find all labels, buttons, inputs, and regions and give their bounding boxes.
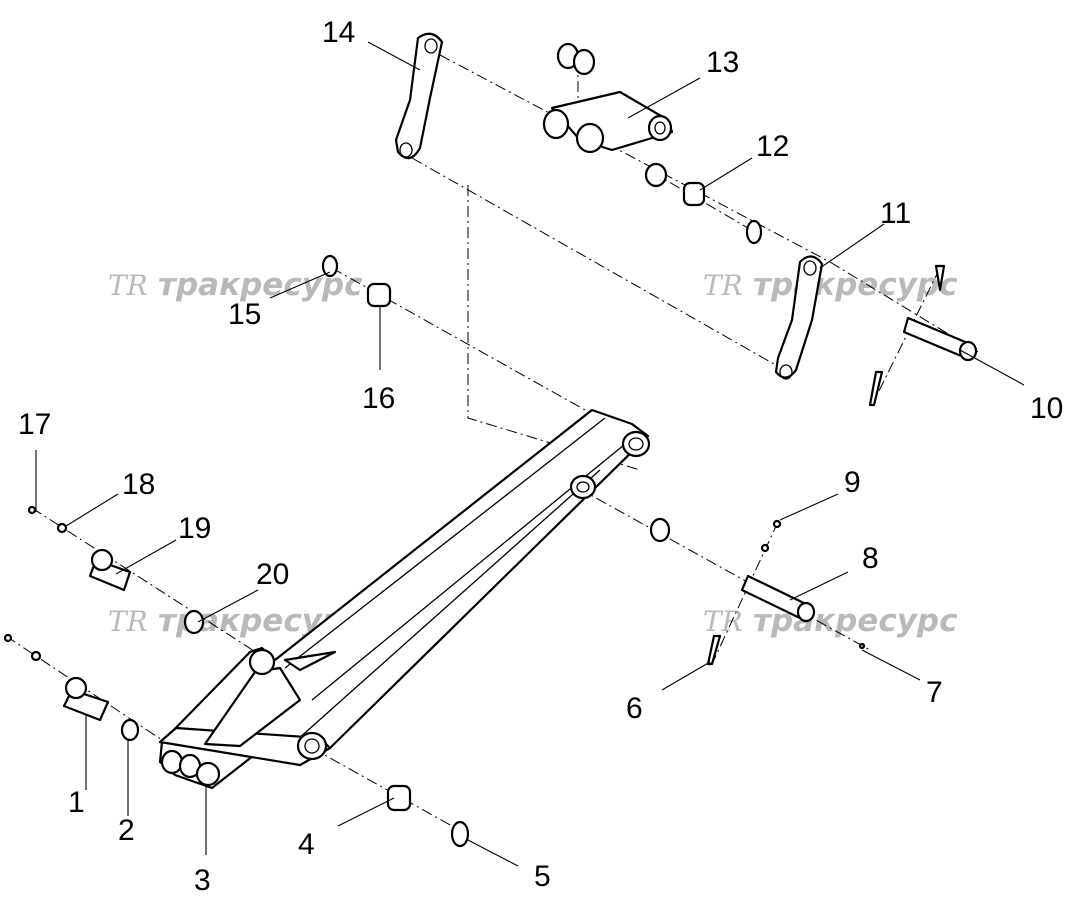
- assembly-axes: [5, 54, 979, 837]
- callout-2: 2: [118, 814, 135, 847]
- callout-13: 13: [706, 46, 739, 79]
- callout-6: 6: [626, 692, 643, 725]
- pin-19: [88, 548, 132, 592]
- snap-ring-15: [321, 254, 339, 278]
- watermark-top-right: TR тракресурс: [703, 267, 958, 303]
- bolt-17: [27, 505, 37, 515]
- washer-12-left: [644, 162, 668, 188]
- callout-18: 18: [122, 468, 155, 501]
- watermark-logo: TR: [108, 605, 148, 638]
- callout-1: 1: [68, 786, 85, 819]
- callout-4: 4: [298, 828, 315, 861]
- callout-12: 12: [756, 130, 789, 163]
- callout-16: 16: [362, 382, 395, 415]
- watermark-logo: TR: [703, 605, 743, 638]
- bolt-left-lower: [3, 633, 42, 662]
- watermark-logo: TR: [108, 269, 148, 302]
- callout-11: 11: [880, 197, 911, 230]
- callout-15: 15: [228, 298, 261, 331]
- washer-20: [183, 609, 205, 635]
- watermark-logo: TR: [703, 269, 743, 302]
- callout-20: 20: [256, 558, 289, 591]
- watermark-text: тракресурс: [753, 267, 958, 303]
- bushing-16: [366, 282, 392, 308]
- callout-labels: 1 2 3 4 5 6 7 8 9 10 11 12 13 14 15 16 1…: [18, 16, 1063, 897]
- boom-arm: [158, 408, 651, 790]
- pin-1: [62, 676, 110, 722]
- rocker-13: [542, 42, 674, 154]
- callout-14: 14: [322, 16, 355, 49]
- callout-9: 9: [844, 466, 861, 499]
- link-plate-11: [774, 255, 824, 380]
- callout-7: 7: [926, 676, 943, 709]
- washer-middle: [649, 517, 671, 543]
- callout-3: 3: [194, 864, 211, 897]
- callout-5: 5: [534, 860, 551, 893]
- callout-19: 19: [178, 512, 211, 545]
- snap-ring-top: [745, 219, 763, 245]
- snap-ring-5: [450, 820, 470, 848]
- link-plate-14: [394, 32, 444, 160]
- nut-18: [56, 522, 68, 534]
- leader-lines: [35, 41, 1025, 867]
- callout-10: 10: [1030, 392, 1063, 425]
- pin-8: [706, 519, 866, 666]
- pin-10: [868, 264, 978, 407]
- bushing-4: [386, 784, 412, 812]
- callout-8: 8: [862, 542, 879, 575]
- callout-17: 17: [18, 408, 51, 441]
- bushing-12: [682, 181, 706, 207]
- watermark-bottom-right: TR тракресурс: [703, 603, 958, 639]
- washer-2: [120, 718, 140, 742]
